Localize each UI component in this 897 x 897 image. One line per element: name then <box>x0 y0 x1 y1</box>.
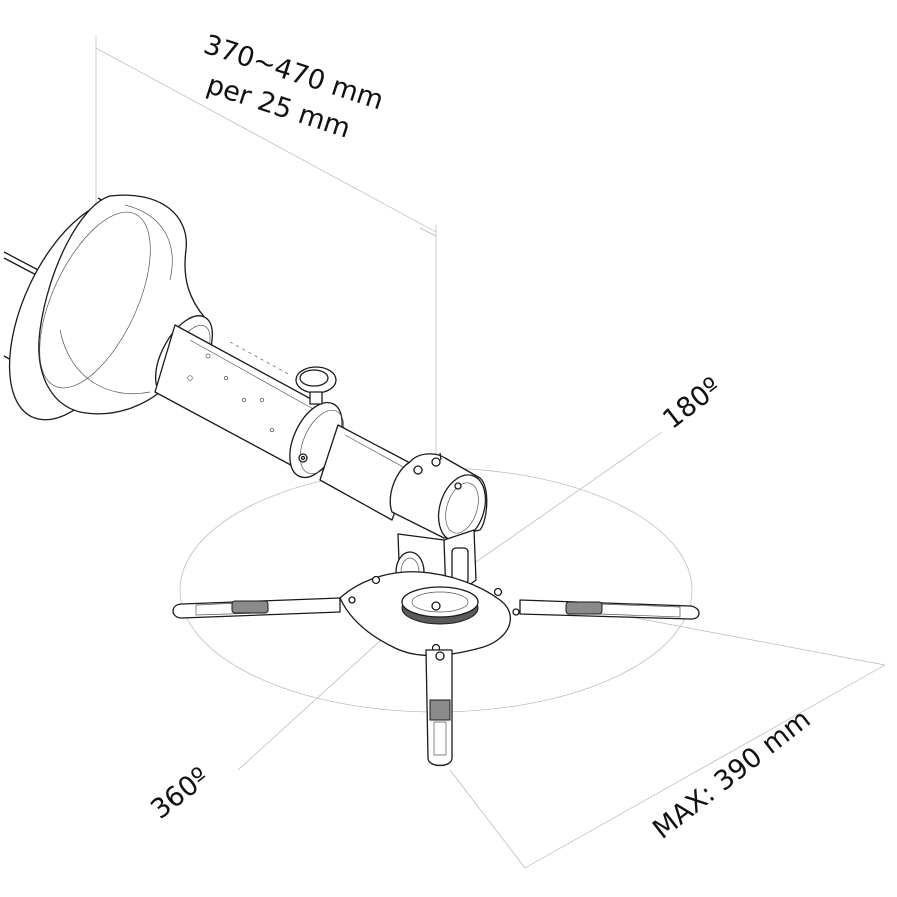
arm-right <box>519 599 700 620</box>
arm-left <box>172 597 341 619</box>
screw-top-left <box>3 251 43 273</box>
max-span-label: MAX: 390 mm <box>647 704 816 846</box>
length-dimension-lines <box>95 35 437 455</box>
inner-tube <box>319 424 413 521</box>
arm-front <box>425 649 453 767</box>
tilt-angle-label: 180º <box>657 372 727 436</box>
rotation-ellipse <box>179 431 886 869</box>
rotation-angle-label: 360º <box>145 762 215 826</box>
spider-plate <box>339 571 520 657</box>
tilt-head <box>389 452 488 542</box>
